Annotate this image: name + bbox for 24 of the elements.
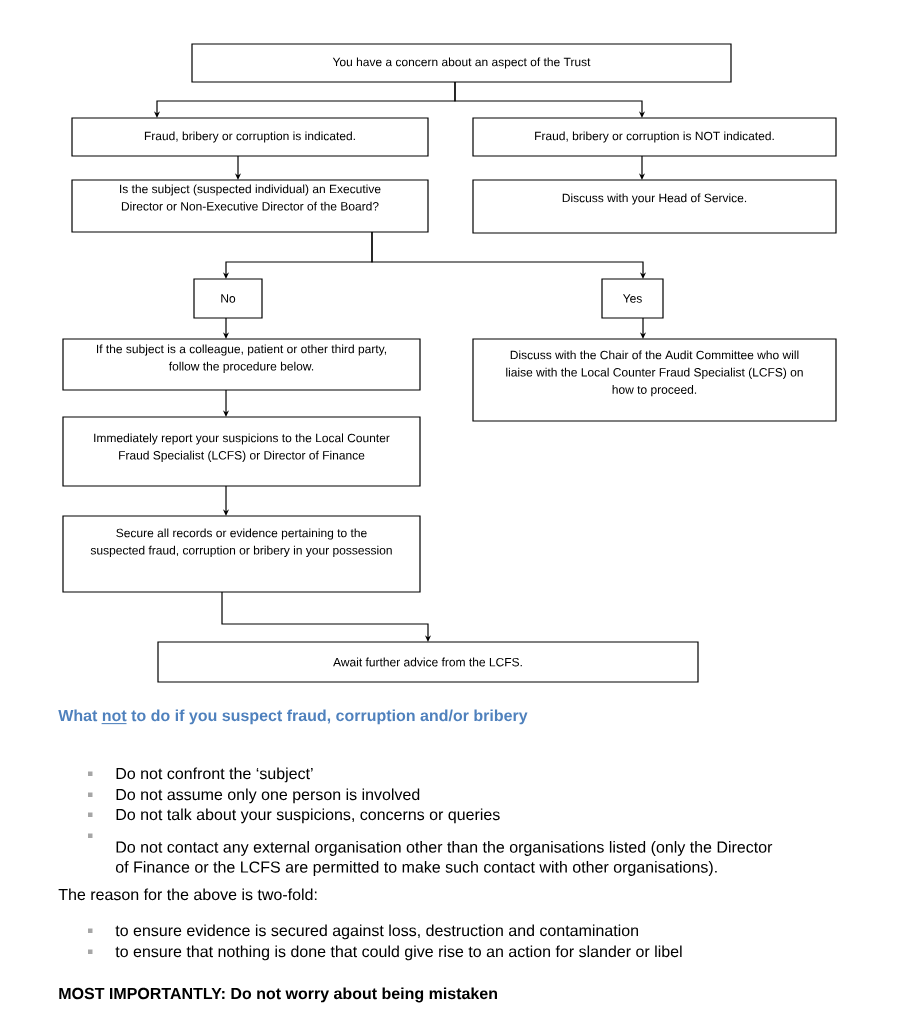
outcome-box: Yes	[601, 278, 664, 319]
key-message: MOST IMPORTANTLY: Do not worry about being mistaken	[59, 987, 497, 1003]
list-item: Do not assume only one person is involved	[116, 788, 420, 804]
list-item: to ensure that nothing is done that could give rise to an action for slander or libel	[115, 945, 682, 961]
process-box: Fraud, bribery or corruption is NOT indicated.	[472, 117, 837, 157]
paragraph: The reason for the above is two-fold:	[58, 888, 317, 901]
end-box: Await further advice from the LCFS.	[157, 641, 699, 683]
process-box: Discuss with the Chair of the Audit Committee who will liaise with the Local Counter Fraud Specialist (LCFS) on how to proceed.	[472, 338, 837, 422]
process-box: Secure all records or evidence pertaining to the suspected fraud, corruption or bribery in your possession	[62, 515, 421, 593]
question-box: Is the subject (suspected individual) an Executive Director or Non-Executive Director of the Board?	[71, 179, 429, 233]
list-item: Do not confront the ‘subject’	[116, 767, 313, 783]
process-box: Immediately report your suspicions to the Local Counter Fraud Specialist (LCFS) or Director of Finance	[62, 416, 421, 487]
arrow	[454, 81, 646, 118]
list-item: Do not contact any external organisation other than the organisations listed (only the Director of Finance or the LCFS are permitted to make such contact with other organisations).	[115, 841, 773, 876]
arrow	[221, 591, 432, 642]
outcome-box: No	[193, 278, 263, 319]
process-box: Fraud, bribery or corruption is indicated.	[71, 117, 429, 157]
start-box: You have a concern about an aspect of the Trust	[191, 43, 732, 83]
process-box: If the subject is a colleague, patient or other third party, follow the procedure below.	[62, 338, 421, 391]
list-item: Do not talk about your suspicions, concerns or queries	[116, 808, 500, 824]
arrow	[371, 231, 647, 279]
process-box: Discuss with your Head of Service.	[472, 179, 837, 234]
list-item: to ensure evidence is secured against loss, destruction and contamination	[115, 924, 638, 940]
section-heading: What not to do if you suspect fraud, corruption and/or bribery	[58, 709, 528, 725]
